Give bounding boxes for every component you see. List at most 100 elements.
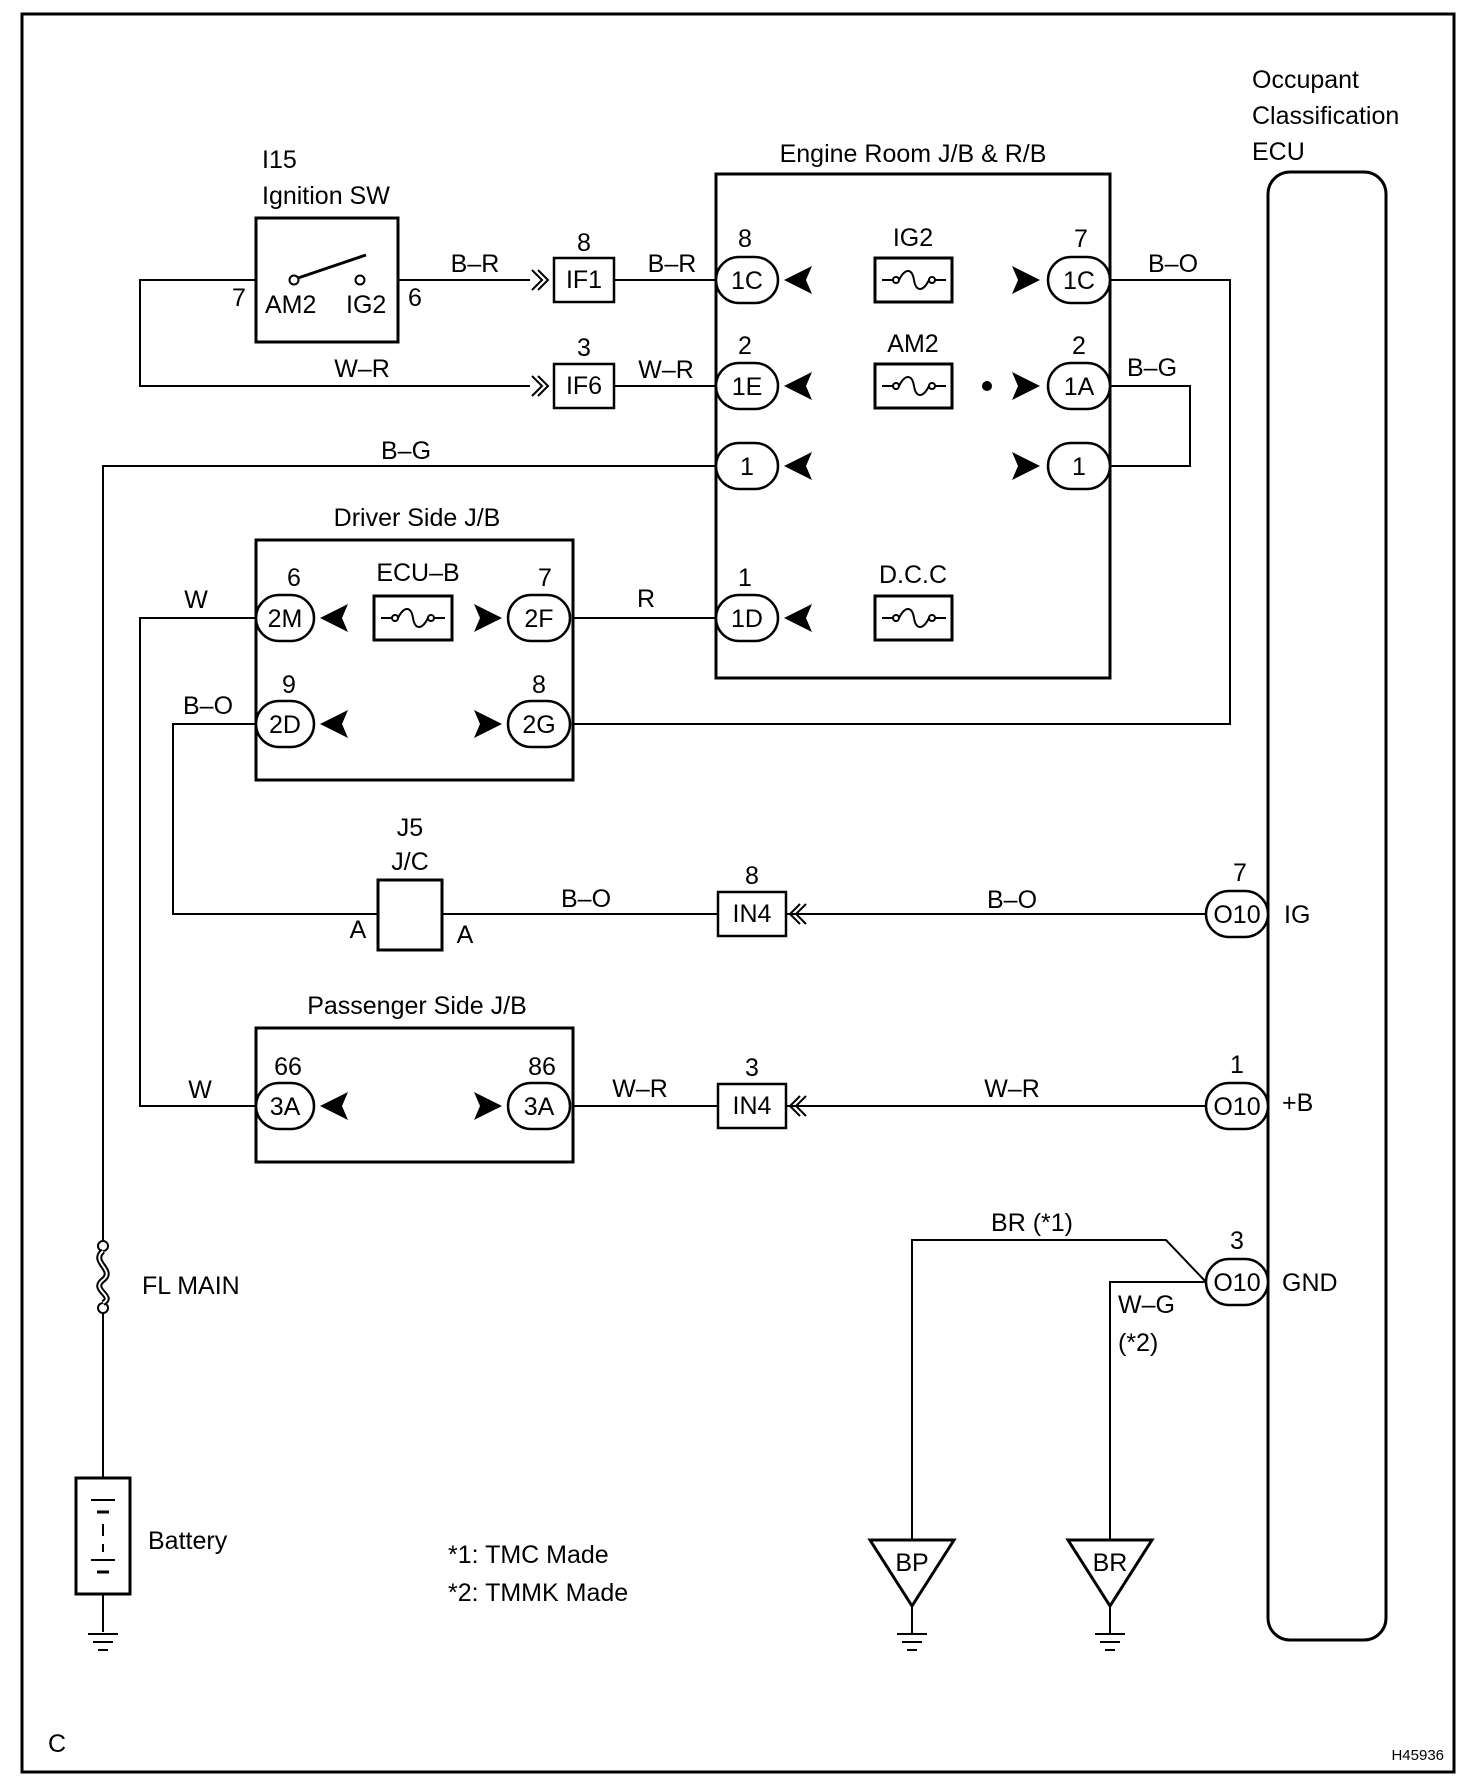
- fuse-ecu-b-label: ECU–B: [376, 559, 459, 587]
- connector-in4-bottom-arrow: [788, 1095, 807, 1117]
- ignition-switch-name: Ignition SW: [262, 182, 390, 210]
- ps-3a-right: 3A: [524, 1093, 555, 1121]
- ground-bp-icon: [897, 1633, 927, 1651]
- er-left-1e-pin: 2: [738, 332, 752, 360]
- er-left-1c: 1C: [731, 267, 763, 295]
- ps-3a-left: 3A: [270, 1093, 301, 1121]
- wire-label-w-r-4: W–R: [984, 1075, 1040, 1103]
- note-1: *1: TMC Made: [448, 1541, 609, 1569]
- wire-label-b-o-ecu: B–O: [987, 886, 1037, 914]
- connector-if1-label: IF1: [566, 266, 602, 294]
- er-right-1: 1: [1072, 453, 1086, 481]
- splice-point: [982, 381, 992, 391]
- ds-2d: 2D: [269, 711, 301, 739]
- ps-3a-left-pin: 66: [274, 1053, 302, 1081]
- wire-label-b-o-left: B–O: [183, 692, 233, 720]
- ds-2g: 2G: [522, 711, 555, 739]
- fuses: IG2 AM2 D.C.C ECU–B: [372, 224, 992, 642]
- wire-label-b-r-2: B–R: [648, 250, 697, 278]
- er-left-1d: 1D: [731, 605, 763, 633]
- connector-if1-arrow: [531, 269, 550, 291]
- passenger-side-jb-title: Passenger Side J/B: [307, 992, 527, 1020]
- switch-contact-ig2: [354, 274, 366, 286]
- er-right-1a: 1A: [1064, 373, 1095, 401]
- ds-2d-pin: 9: [282, 671, 296, 699]
- ecu-signal-ig: IG: [1284, 901, 1310, 929]
- ds-2m-pin: 6: [287, 564, 301, 592]
- ds-2g-pin: 8: [532, 671, 546, 699]
- ecu-o10-gnd-pin: 3: [1230, 1227, 1244, 1255]
- fuse-dcc-label: D.C.C: [879, 561, 947, 589]
- ds-2m: 2M: [268, 605, 303, 633]
- connector-in4-top-label: IN4: [733, 900, 772, 928]
- er-left-1e: 1E: [732, 373, 763, 401]
- fuse-dcc: D.C.C: [873, 561, 954, 642]
- sheet-letter: C: [48, 1730, 66, 1758]
- ps-3a-right-pin: 86: [528, 1053, 556, 1081]
- wire-label-b-o-jc: B–O: [561, 885, 611, 913]
- diagram-frame: [20, 12, 1456, 1774]
- jc-name: J/C: [391, 848, 429, 876]
- passenger-side-jb: Passenger Side J/B: [254, 992, 575, 1164]
- ecu-signal-b: +B: [1282, 1089, 1313, 1117]
- wire-label-w-r-1: W–R: [334, 355, 390, 383]
- ignition-switch-pin-6: 6: [408, 284, 422, 312]
- ds-2f: 2F: [524, 605, 553, 633]
- ignition-switch-code: I15: [262, 146, 297, 174]
- wire-label-w-g-note: (*2): [1118, 1329, 1158, 1357]
- ignition-switch-pin-ig2: IG2: [346, 291, 386, 319]
- ignition-switch-pin-7: 7: [232, 284, 246, 312]
- fuse-ecu-b: ECU–B: [372, 559, 460, 642]
- ecu-o10-gnd: O10: [1213, 1269, 1260, 1297]
- occupant-classification-ecu: Occupant Classification ECU O10 7 IG O10…: [1204, 66, 1399, 1642]
- wire-label-w-r-3: W–R: [612, 1075, 668, 1103]
- wire-label-w-r-2: W–R: [638, 356, 694, 384]
- terminal-arrowheads: [320, 266, 1040, 1120]
- ground-br-icon: [1095, 1633, 1125, 1651]
- switch-contact-am2: [288, 274, 300, 286]
- jc-pin-left: A: [350, 916, 367, 944]
- ground-bp: BP: [867, 1538, 957, 1651]
- er-left-1c-pin: 8: [738, 225, 752, 253]
- battery: Battery: [74, 1476, 228, 1651]
- wire-label-w-bottom: W: [188, 1076, 212, 1104]
- battery-ground-icon: [88, 1633, 118, 1651]
- ground-bp-label: BP: [895, 1549, 928, 1577]
- wire-label-w-top: W: [184, 586, 208, 614]
- ecu-o10-ig-pin: 7: [1233, 859, 1247, 887]
- wire-label-b-g-right: B–G: [1127, 354, 1177, 382]
- wire-label-w-g: W–G: [1118, 1291, 1175, 1319]
- er-right-1c-pin: 7: [1074, 225, 1088, 253]
- jc-code: J5: [397, 814, 423, 842]
- wire-label-b-g-main: B–G: [381, 437, 431, 465]
- wire-label-br: BR (*1): [991, 1209, 1073, 1237]
- driver-side-jb-title: Driver Side J/B: [334, 504, 501, 532]
- connector-in4-bottom-pin: 3: [745, 1054, 759, 1082]
- connector-if6-arrow: [531, 375, 550, 397]
- note-2: *2: TMMK Made: [448, 1579, 628, 1607]
- jb-pill-connectors: 1C 8 1E 2 1 1D 1 1C 7 1A 2 1 2M 6 2F 7 2…: [254, 225, 1112, 1131]
- fusible-link-fl-main: FL MAIN: [96, 1240, 240, 1314]
- ground-br: BR: [1065, 1538, 1155, 1651]
- er-left-1d-pin: 1: [738, 564, 752, 592]
- ground-points: BP BR: [867, 1538, 1155, 1651]
- wire-color-labels: B–R B–R W–R W–R B–O B–G B–G W R B–O B–O …: [183, 250, 1198, 1357]
- engine-room-jb-title: Engine Room J/B & R/B: [780, 140, 1047, 168]
- notes: *1: TMC Made *2: TMMK Made: [448, 1541, 628, 1607]
- drawing-id: H45936: [1391, 1747, 1444, 1764]
- ecu-o10-b: O10: [1213, 1093, 1260, 1121]
- ecu-signal-gnd: GND: [1282, 1269, 1338, 1297]
- ground-br-label: BR: [1093, 1549, 1128, 1577]
- jc-pin-right: A: [457, 921, 474, 949]
- inline-connectors: IF1 8 IF6 3 IN4 8 IN4 3: [531, 229, 807, 1130]
- ecu-title-line-3: ECU: [1252, 138, 1305, 166]
- connector-if6-label: IF6: [566, 372, 602, 400]
- junction-connector-j5: J5 J/C A A: [350, 814, 474, 952]
- connector-if6-pin: 3: [577, 334, 591, 362]
- wire-label-b-r-1: B–R: [451, 250, 500, 278]
- fuse-ig2-label: IG2: [893, 224, 933, 252]
- connector-if1-pin: 8: [577, 229, 591, 257]
- ecu-o10-b-pin: 1: [1230, 1051, 1244, 1079]
- connector-in4-top-pin: 8: [745, 862, 759, 890]
